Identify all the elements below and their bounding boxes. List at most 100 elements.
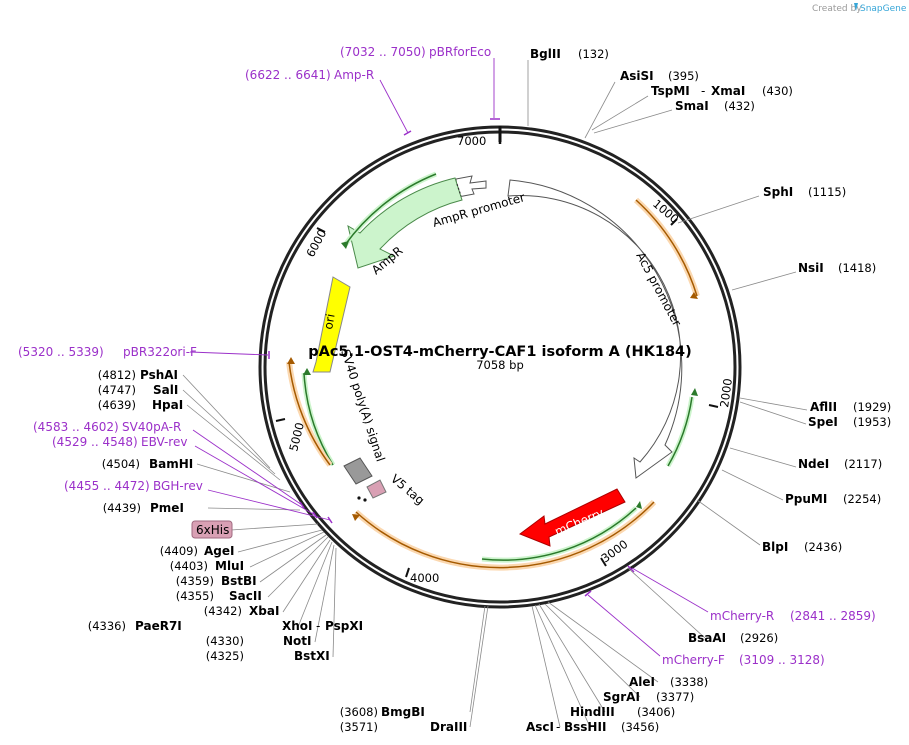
label-sv40-polya-signal: SV40 poly(A) signal [338, 348, 388, 464]
lead-xbai [282, 539, 331, 613]
enzyme-pos-10: (2436) [804, 540, 842, 554]
arc-arrowhead-4 [636, 501, 642, 509]
enzyme-pos-3: (432) [724, 99, 755, 113]
tick-3000-mark [600, 557, 607, 567]
tick-label-2000: 2000 [717, 377, 735, 408]
enzyme-l-dash-a: - [316, 619, 320, 633]
enzyme-l-8: MluI [215, 559, 244, 573]
enzyme-l-13: NotI [283, 634, 312, 648]
enzyme-l-4: HpaI [152, 398, 183, 412]
enzyme-l-pos-2: (4812) [98, 368, 136, 382]
enzyme-4: SphI [763, 185, 793, 199]
plasmid-length: 7058 bp [476, 358, 524, 372]
plasmid-name: pAc5.1-OST4-mCherry-CAF1 isoform A (HK18… [308, 344, 692, 360]
lead-sgrai [544, 603, 641, 698]
enzyme-12: AleI [629, 675, 655, 689]
enzyme-7: SpeI [808, 415, 838, 429]
enzyme-1: AsiSI [620, 69, 654, 83]
tick-5000-mark [275, 418, 286, 422]
orf-arrowhead-left [287, 357, 295, 364]
lead-spei [739, 401, 807, 425]
enzyme-0: BglII [530, 47, 561, 61]
primer-5: BGH-rev [153, 479, 203, 493]
enzyme-pos-5: (1418) [838, 261, 876, 275]
mark-sv40pa-r [299, 501, 305, 509]
enzyme-l-pos-10: (4355) [176, 589, 214, 603]
lead-pmei [207, 507, 301, 511]
enzyme-pos-8: (2117) [844, 457, 882, 471]
lead-tspmi [591, 95, 649, 131]
lead-6xhis [230, 523, 319, 531]
enzyme-l-12-c: XhoI [282, 619, 313, 633]
enzyme-2-b: XmaI [711, 84, 745, 98]
enzyme-dash-2: - [701, 84, 705, 98]
enzyme-11: BsaAI [688, 631, 726, 645]
lead-bstbi [259, 534, 327, 583]
lead-sphi [677, 195, 760, 224]
enzyme-pos-7: (1953) [853, 415, 891, 429]
enzyme-l-1: DraIII [430, 720, 467, 734]
mark-mcherry-f [584, 590, 592, 597]
site-labels: BglII(132)AsiSI(395)TspMI(430)-XmaISmaI(… [18, 45, 891, 734]
enzyme-l-11: XbaI [249, 604, 279, 618]
arc-arrowhead-3 [691, 388, 698, 396]
enzyme-l-pos-11: (4342) [204, 604, 242, 618]
enzyme-l-14: BstXI [294, 649, 330, 663]
snapgene-logo-icon [854, 3, 858, 11]
enzyme-pos-4: (1115) [808, 185, 846, 199]
enzyme-l-pos-12: (4336) [88, 619, 126, 633]
lead-hindiii [538, 603, 606, 713]
sv40-polya-box [343, 457, 373, 485]
his-tag-text: 6xHis [196, 523, 229, 537]
primer-range-2: (5320 .. 5339) [18, 345, 104, 359]
lead-mlui [249, 531, 325, 568]
orf-arrowhead-right [690, 292, 698, 299]
primer-range-1: (6622 .. 6641) [245, 68, 331, 82]
credit-brand: SnapGene [860, 4, 907, 14]
lead-pbr322ori [189, 351, 269, 356]
marker-dot-2 [363, 498, 367, 502]
lead-nsii [731, 271, 797, 291]
lead-asci [531, 605, 561, 728]
primer-range-0: (7032 .. 7050) [340, 45, 426, 59]
enzyme-5: NsiI [798, 261, 824, 275]
enzyme-6: AflII [810, 400, 837, 414]
enzyme-l-pos-7: (4409) [160, 544, 198, 558]
credit-text: Created by [812, 4, 862, 14]
primer-7: mCherry-F [662, 653, 725, 667]
enzyme-pos-2: (430) [762, 84, 793, 98]
enzyme-8: NdeI [798, 457, 829, 471]
lead-smai [593, 109, 673, 134]
enzyme-l-0: BmgBI [381, 705, 425, 719]
feature-arcs [286, 171, 700, 571]
tick-1000-mark [670, 218, 678, 226]
primer-range-7: (3109 .. 3128) [739, 653, 825, 667]
enzyme-l-pos-5: (4504) [102, 457, 140, 471]
primer-range-3: (4583 .. 4602) [33, 420, 119, 434]
primer-range-6: (2841 .. 2859) [790, 609, 876, 623]
enzyme-l-pos-4: (4639) [98, 398, 136, 412]
mark-ebv-rev [312, 511, 318, 519]
lead-agei [237, 529, 323, 553]
label-ori: ori [321, 313, 337, 331]
enzyme-pos-12: (3338) [670, 675, 708, 689]
enzyme-pos-14: (3406) [637, 705, 675, 719]
enzyme-pos-9: (2254) [843, 492, 881, 506]
map-title-block: pAc5.1-OST4-mCherry-CAF1 isoform A (HK18… [308, 344, 692, 372]
label-v5-tag: V5 tag [388, 472, 427, 508]
orf-bottom [355, 501, 655, 569]
ac5-promoter-arrow [507, 179, 683, 479]
lead-mcherry-r [631, 567, 709, 613]
his-tag-box [191, 520, 233, 539]
ori-feature-arrow [312, 276, 351, 373]
tick-2000-mark [708, 404, 719, 408]
lead-xhoi [297, 541, 333, 628]
lead-bstxi [332, 547, 337, 658]
enzyme-3: SmaI [675, 99, 709, 113]
primer-1: Amp-R [334, 68, 374, 82]
mark-bgh-rev [327, 516, 333, 524]
enzyme-l-3: SalI [153, 383, 178, 397]
tick-label-7000: 7000 [457, 134, 486, 148]
primer-2: pBR322ori-F [123, 345, 197, 359]
